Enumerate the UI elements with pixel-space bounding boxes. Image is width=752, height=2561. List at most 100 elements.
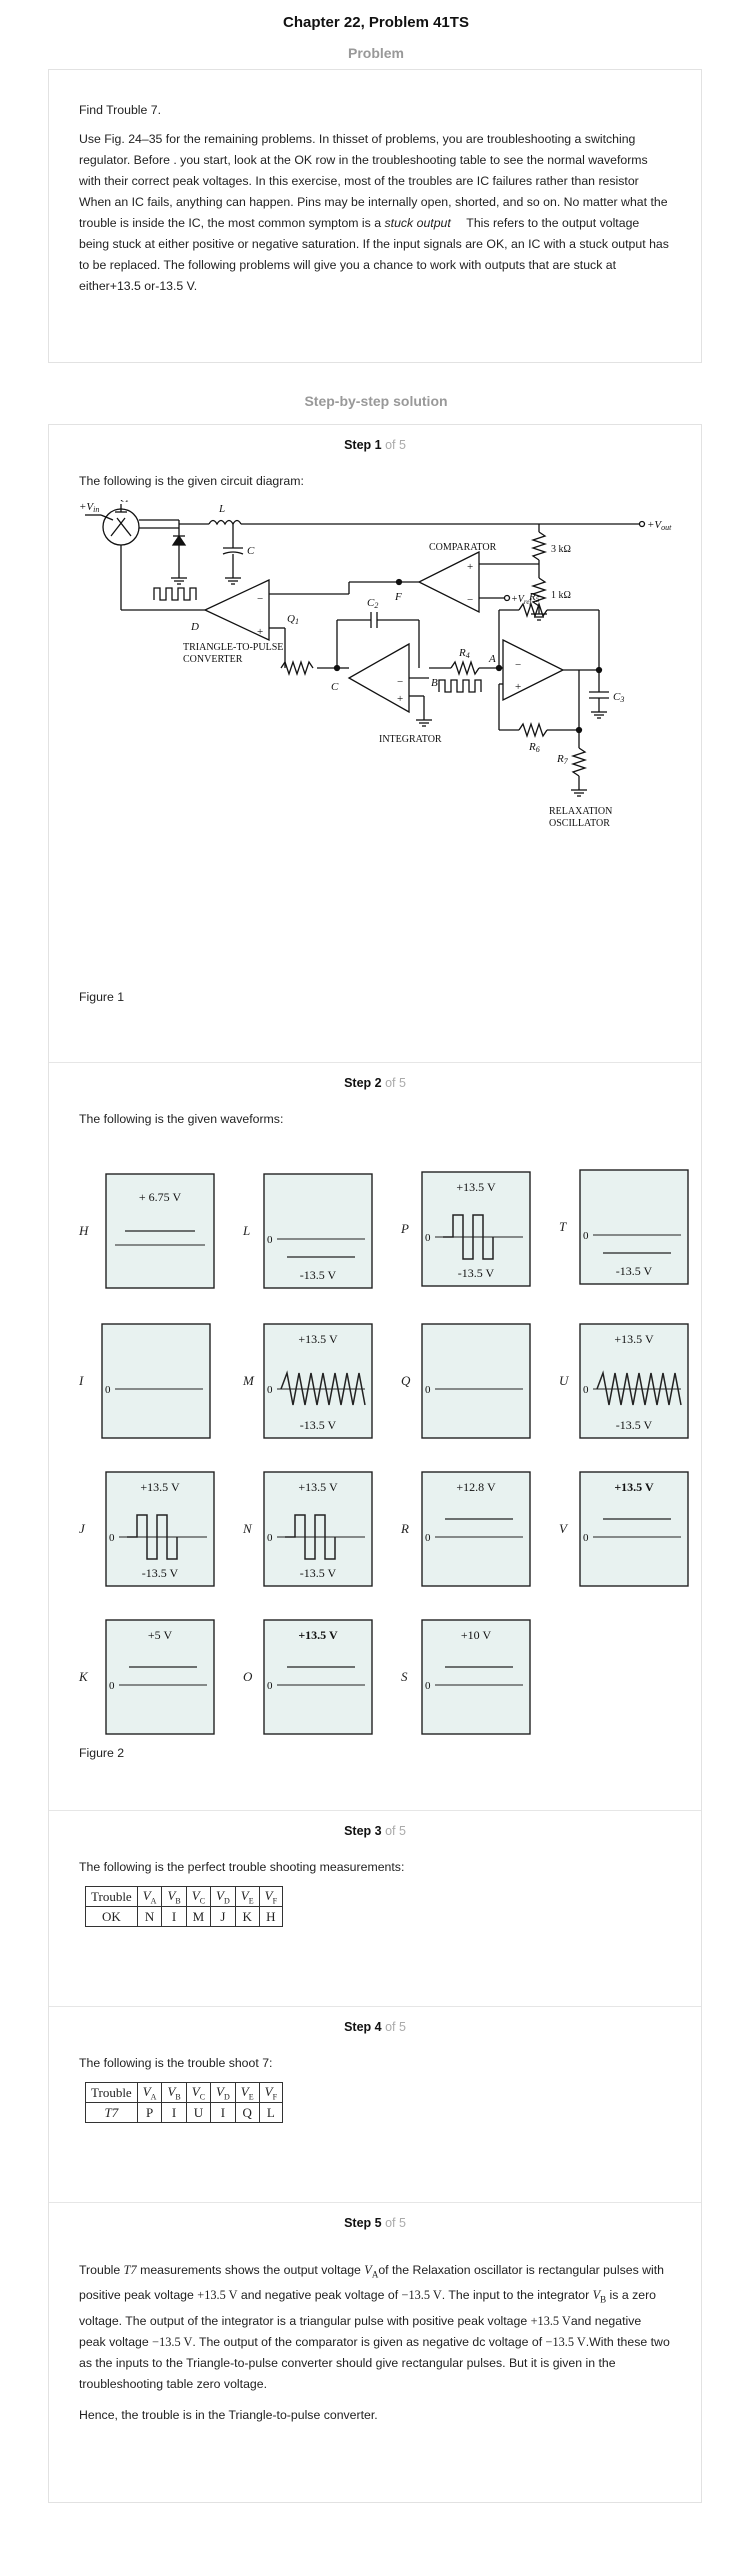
problem-line1: Find Trouble 7. — [79, 103, 162, 117]
converter-minus: − — [257, 593, 263, 605]
step-3-heading: Step 3 of 5 — [49, 1811, 701, 1838]
step-5-of: of 5 — [385, 2216, 406, 2230]
waveform-top-label: +13.5 V — [140, 1480, 180, 1494]
s5-text-9: .With these two as the inputs to the Tri… — [79, 2334, 670, 2391]
waveform-zero-label: 0 — [425, 1384, 431, 1396]
table-cell: M — [185, 1906, 212, 1927]
waveform-box-u: 0+13.5 V-13.5 V — [579, 1323, 689, 1439]
waveform-zero-label: 0 — [583, 1230, 589, 1242]
waveform-bottom-label: -13.5 V — [616, 1264, 653, 1278]
s5-v1: +13.5 V — [197, 2288, 238, 2303]
step-5-conclusion: Hence, the trouble is in the Triangle-to… — [79, 2407, 378, 2422]
table-cell: OK — [85, 1906, 138, 1927]
step-3: Step 3 of 5 The following is the perfect… — [49, 1811, 701, 2006]
waveform-label-v: V — [559, 1521, 567, 1536]
waveform-label-q: Q — [401, 1373, 411, 1388]
node-d-label: D — [190, 621, 199, 633]
waveform-label-u: U — [559, 1373, 569, 1388]
s5-text-6: is a zero voltage. The output of the int… — [79, 2288, 657, 2328]
figure-1-caption: Figure 1 — [79, 990, 125, 1004]
table-header-cell: VC — [185, 1886, 212, 1907]
step-4: Step 4 of 5 The following is the trouble… — [49, 2007, 701, 2202]
problem-card: Find Trouble 7. Use Fig. 24–35 for the r… — [48, 69, 702, 363]
comparator-minus: − — [467, 594, 473, 606]
waveform-box-t: 0 -13.5 V — [579, 1169, 689, 1285]
waveform-top-label: +13.5 V — [614, 1332, 654, 1346]
oscillator-label-2: OSCILLATOR — [549, 818, 610, 829]
step-1-of: of 5 — [385, 438, 406, 452]
s5-va-sub: A — [371, 2269, 379, 2280]
s5-text-8: . The output of the comparator is given … — [192, 2334, 546, 2349]
waveform-bottom-label: -13.5 V — [458, 1266, 495, 1280]
waveform-zero-label: 0 — [583, 1532, 589, 1544]
s5-text-7: and negative peak voltage — [79, 2313, 642, 2349]
oscillator-minus: − — [515, 659, 521, 671]
vref-label: +Vref — [511, 594, 532, 606]
vin-label: +Vin — [79, 501, 99, 514]
step-1-heading: Step 1 of 5 — [49, 425, 701, 452]
step-4-heading: Step 4 of 5 — [49, 2007, 701, 2034]
node-b-label: B — [431, 677, 438, 689]
waveform-label-n: N — [243, 1521, 252, 1536]
s5-text-2: measurements shows the output voltage — [136, 2263, 365, 2277]
waveform-zero-label: 0 — [105, 1384, 111, 1396]
waveform-bottom-label: -13.5 V — [142, 1566, 179, 1580]
waveform-bottom-label: -13.5 V — [300, 1566, 337, 1580]
resistor-r7-label: R7 — [556, 753, 569, 766]
waveform-zero-label: 0 — [267, 1384, 273, 1396]
converter-plus: + — [257, 626, 263, 638]
waveform-box-q: 0 — [421, 1323, 531, 1439]
comparator-plus: + — [467, 561, 473, 573]
comparator-label: COMPARATOR — [429, 542, 497, 553]
table-cell: U — [185, 2102, 212, 2123]
step-divider — [49, 2006, 701, 2007]
table-cell: K — [234, 1906, 260, 1927]
waveform-label-i: I — [79, 1373, 84, 1388]
solution-heading: Step-by-step solution — [304, 393, 448, 409]
table-cell: I — [210, 2102, 236, 2123]
waveform-label-r: R — [401, 1521, 409, 1536]
step-divider — [49, 1062, 701, 1063]
problem-italic: stuck output — [384, 216, 451, 230]
table-cell: J — [210, 1906, 236, 1927]
table-header-cell: VD — [210, 2082, 236, 2103]
step-3-of: of 5 — [385, 1824, 406, 1838]
step-divider — [49, 2202, 701, 2203]
waveform-box-j: 0+13.5 V-13.5 V — [105, 1471, 215, 1587]
waveform-label-t: T — [559, 1219, 567, 1234]
waveform-top-label: +13.5 V — [456, 1180, 496, 1194]
table-header-cell: VA — [136, 2082, 163, 2103]
inductor-label: L — [218, 503, 225, 515]
table-cell: I — [161, 1906, 187, 1927]
waveform-bottom-label: -13.5 V — [300, 1268, 337, 1282]
integrator-label: INTEGRATOR — [379, 734, 442, 745]
step-1-label: Step 1 — [344, 438, 382, 452]
oscillator-plus: + — [515, 681, 521, 693]
waveform-zero-label: 0 — [267, 1234, 273, 1246]
step-3-label: Step 3 — [344, 1824, 382, 1838]
waveform-top-label: +13.5 V — [298, 1332, 338, 1346]
step-divider — [49, 1810, 701, 1811]
converter-label-1: TRIANGLE-TO-PULSE — [183, 642, 283, 653]
table-header-cell: VC — [185, 2082, 212, 2103]
waveform-top-label: +13.5 V — [614, 1480, 654, 1494]
s5-va: V — [364, 2263, 372, 2277]
step-2-heading: Step 2 of 5 — [49, 1063, 701, 1090]
waveform-box-l: 0 -13.5 V — [263, 1173, 373, 1289]
step-4-of: of 5 — [385, 2020, 406, 2034]
problem-heading: Problem — [347, 45, 404, 61]
step-2: Step 2 of 5 The following is the given w… — [49, 1063, 701, 1810]
waveform-label-j: J — [79, 1521, 85, 1536]
step-2-of: of 5 — [385, 1076, 406, 1090]
capacitor-c-label: C — [247, 545, 255, 557]
waveform-box-r: 0+12.8 V — [421, 1471, 531, 1587]
s5-text-1: Trouble — [79, 2263, 121, 2277]
waveform-label-p: P — [401, 1221, 409, 1236]
table-cell: Q — [234, 2102, 260, 2123]
step-2-text: The following is the given waveforms: — [79, 1112, 284, 1126]
node-c-label: C — [331, 681, 339, 693]
waveform-bottom-label: -13.5 V — [616, 1418, 653, 1432]
table-header-cell: VB — [161, 2082, 187, 2103]
step-1-text: The following is the given circuit diagr… — [79, 474, 304, 488]
